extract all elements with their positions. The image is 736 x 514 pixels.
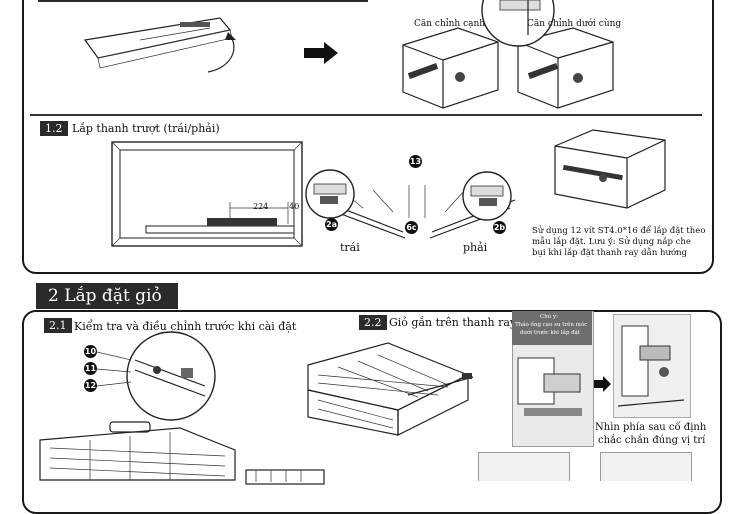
caution-rail-detail [517, 357, 582, 416]
title-2-2: Giỏ gắn trên thanh ray [389, 316, 517, 329]
step1-1-header-bar [38, 0, 368, 2]
title-2-1: Kiểm tra và điều chỉnh trước khi cài đặt [74, 320, 297, 333]
install-note-line-3: bụi khi lắp đặt thanh ray dẫn hướng [532, 248, 687, 258]
basket-on-rail-illustration [307, 342, 474, 436]
rear-rail-detail [617, 325, 685, 407]
label-align-edge: Căn chỉnh cạnh [414, 19, 486, 29]
title-1-2: Lắp thanh trượt (trái/phải) [72, 122, 220, 135]
marker-12: 12 [84, 379, 97, 392]
badge-2-1: 2.1 [44, 318, 72, 333]
rear-note-line-1: Nhìn phía sau cố định [595, 422, 707, 433]
caution-line-1: Chú ý: [540, 314, 559, 320]
marker-2a: 2a [325, 218, 338, 231]
badge-2-2: 2.2 [359, 315, 387, 330]
label-align-bottom: Căn chỉnh dưới cùng [527, 19, 622, 29]
label-right: phải [463, 241, 488, 254]
label-left: trái [340, 241, 360, 254]
caution-line-3: dưới trước khi lắp đặt [520, 330, 581, 336]
marker-2b: 2b [493, 221, 506, 234]
section-2-title: 2 Lắp đặt giỏ [36, 283, 178, 309]
marker-6c: 6c [405, 221, 418, 234]
dimension-40: 40 [289, 202, 300, 211]
leader-lines [96, 351, 132, 387]
badge-1-2: 1.2 [40, 121, 68, 136]
rail-rotate-illustration [83, 17, 236, 73]
arrow-right-icon-2 [594, 376, 611, 392]
bottom-photo-left [478, 452, 570, 481]
zoom-circle-right [462, 171, 512, 221]
basket-part-small [245, 469, 325, 485]
install-note-line-1: Sử dụng 12 vít ST4.0*16 để lắp đặt theo [532, 226, 706, 236]
marker-11: 11 [84, 362, 97, 375]
cabinet-with-rails-illustration [554, 129, 666, 209]
bottom-photo-right [600, 452, 692, 481]
marker-10: 10 [84, 345, 97, 358]
panel1-divider [30, 114, 702, 116]
caution-line-2: Tháo ống cao su trên móc [515, 322, 588, 328]
caution-banner [512, 311, 592, 345]
detail-zoom-circle [481, 0, 555, 47]
cabinet-section-illustration [111, 141, 303, 247]
marker-13: 13 [409, 155, 422, 168]
arrow-right-icon [304, 42, 338, 64]
zoom-circle-left [305, 169, 355, 219]
rear-note-line-2: chắc chắn đúng vị trí [598, 435, 706, 446]
basket-illustration-left [39, 421, 236, 481]
install-note-line-2: mẫu lắp đặt. Lưu ý: Sử dụng nắp che [532, 237, 691, 247]
basket-detail-circle [126, 331, 216, 421]
dimension-224: 224 [253, 202, 269, 211]
